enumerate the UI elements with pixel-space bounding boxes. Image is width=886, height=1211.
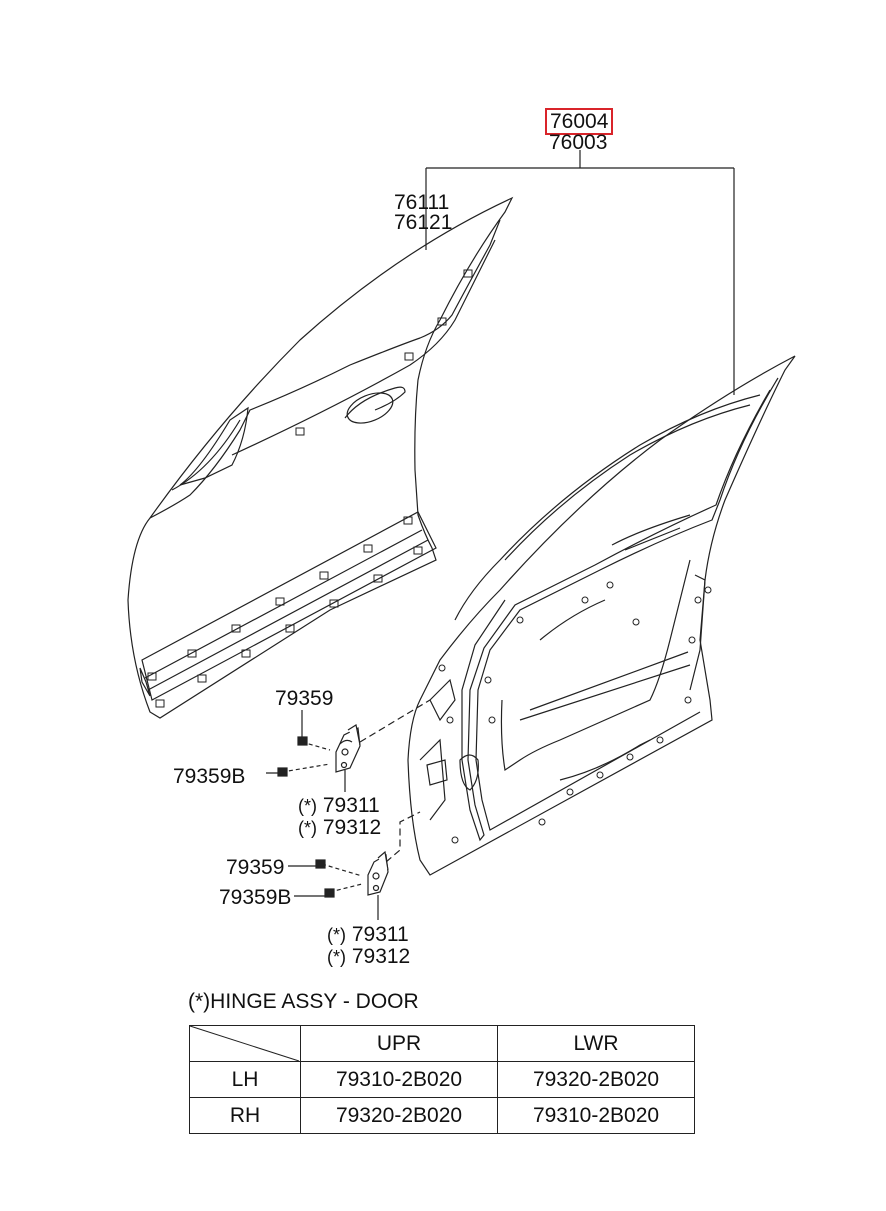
table-corner-cell [189, 1025, 301, 1062]
callout-upper-79359b: 79359B [173, 765, 246, 788]
callout-lower-79311: (*) 79311 [327, 923, 409, 946]
hinge-assy-note: (*)HINGE ASSY - DOOR [188, 990, 419, 1013]
table-header-lwr: LWR [497, 1025, 695, 1062]
callout-76111: 76111 [394, 191, 450, 214]
callout-upper-79359: 79359 [275, 687, 334, 710]
callout-lower-79312: (*) 79312 [327, 945, 411, 968]
table-header-upr: UPR [300, 1025, 498, 1062]
table-cell-side: RH [189, 1097, 301, 1134]
table-row: RH 79320-2B020 79310-2B020 [189, 1097, 695, 1134]
table-row: LH 79310-2B020 79320-2B020 [189, 1061, 695, 1098]
callout-76121: 76121 [394, 211, 453, 234]
callout-lower-79359: 79359 [226, 856, 285, 879]
callout-lower-79359b: 79359B [219, 886, 292, 909]
outer-door-panel [127, 196, 514, 719]
leader-upper-hinge [359, 699, 431, 743]
asterisk-marker: (*) [298, 818, 317, 838]
asterisk-marker: (*) [298, 796, 317, 816]
table-cell-upr: 79320-2B020 [300, 1097, 498, 1134]
lower-bolts [315, 859, 363, 898]
upper-bolts [277, 736, 331, 777]
callout-upper-79312: (*) 79312 [298, 816, 382, 839]
leader-upper-labels [266, 710, 346, 792]
inner-frame-holes [438, 581, 712, 844]
table-cell-lwr: 79320-2B020 [497, 1061, 695, 1098]
callout-76004: 76004 [545, 108, 614, 135]
lower-hinge [367, 850, 389, 896]
outer-panel-clips [147, 269, 473, 708]
callout-76003: 76003 [549, 131, 608, 154]
table-header-row: UPR LWR [189, 1025, 695, 1062]
asterisk-marker: (*) [327, 925, 346, 945]
leader-lower-labels [288, 865, 379, 920]
table-cell-side: LH [189, 1061, 301, 1098]
leader-lower-hinge [385, 811, 421, 863]
hinge-assy-table: UPR LWR LH 79310-2B020 79320-2B020 RH 79… [189, 1025, 695, 1134]
leader-main-bracket [425, 150, 735, 395]
door-inner-frame [407, 355, 796, 876]
callout-upper-79311: (*) 79311 [298, 794, 380, 817]
upper-hinge [335, 724, 361, 773]
asterisk-marker: (*) [327, 947, 346, 967]
table-cell-lwr: 79310-2B020 [497, 1097, 695, 1134]
table-cell-upr: 79310-2B020 [300, 1061, 498, 1098]
